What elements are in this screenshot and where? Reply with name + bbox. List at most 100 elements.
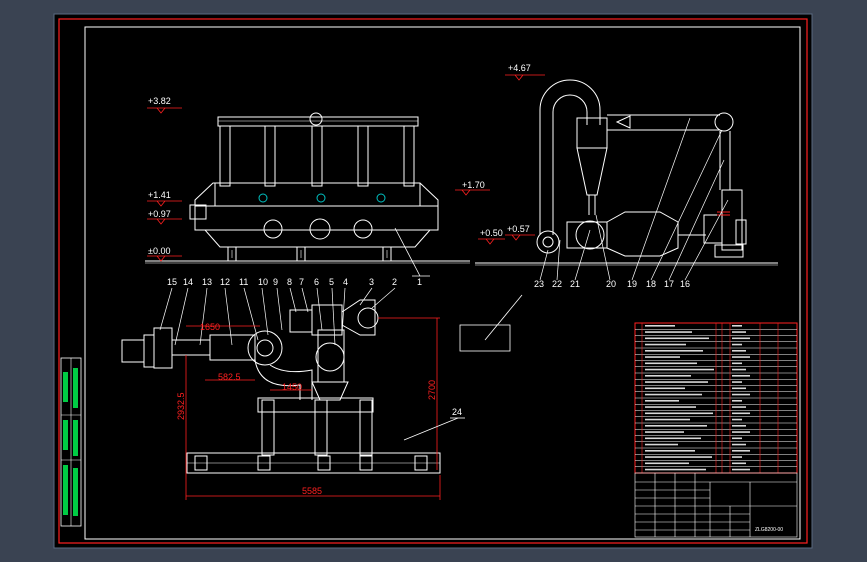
callout-label: 12 <box>220 277 230 287</box>
dimension-label: 1650 <box>200 322 220 332</box>
parts-row-text-mark <box>732 462 746 465</box>
dimension-label: 5585 <box>302 486 322 496</box>
callout-label: 16 <box>680 279 690 289</box>
elevation-label-cyclone: +4.67 <box>508 63 531 73</box>
parts-row-text-mark <box>732 337 750 340</box>
callout-label: 13 <box>202 277 212 287</box>
callouts-plan <box>159 287 396 346</box>
parts-row-text-mark <box>732 400 742 402</box>
parts-row-text-mark <box>732 325 742 327</box>
parts-row-text-mark <box>732 412 750 415</box>
parts-row-text-mark <box>732 375 750 377</box>
elevation-label-ground: ±0.00 <box>148 246 170 256</box>
parts-row-text-mark <box>645 325 675 327</box>
callout-label: 24 <box>452 407 462 417</box>
parts-row-text-mark <box>732 406 746 408</box>
callout-24: 24 <box>403 407 465 441</box>
parts-row-text-mark <box>645 393 702 396</box>
callout-label: 19 <box>627 279 637 289</box>
callout-labels-right: 23 22 21 20 19 18 17 16 <box>534 279 690 289</box>
parts-row-text-mark <box>645 462 689 465</box>
callout-label: 3 <box>369 277 374 287</box>
callout-label: 2 <box>392 277 397 287</box>
parts-row-text-mark <box>645 387 685 390</box>
motor-markers <box>717 211 730 216</box>
callout-label: 20 <box>606 279 616 289</box>
callout-label: 23 <box>534 279 544 289</box>
elevation-label-inlet-a: +0.50 <box>480 228 503 238</box>
callout-labels-plan: 15 14 13 12 11 10 9 8 7 6 5 4 3 2 <box>167 277 397 287</box>
callout-label: 17 <box>664 279 674 289</box>
parts-row-text-mark <box>645 331 692 333</box>
elevation-label-outlet: +1.70 <box>462 180 485 190</box>
callout-label: 22 <box>552 279 562 289</box>
elevation-label-low: +0.97 <box>148 209 171 219</box>
parts-row-text-mark <box>645 431 684 433</box>
parts-row-text-mark <box>645 362 697 365</box>
callout-label: 11 <box>239 277 248 287</box>
parts-row-text-mark <box>645 381 708 383</box>
parts-row-text-mark <box>645 356 680 358</box>
drawing-sheet <box>53 13 813 549</box>
sheet-outer-border <box>58 18 808 544</box>
parts-row-text-mark <box>732 456 742 458</box>
callout-label: 10 <box>258 277 268 287</box>
parts-row-text-mark <box>645 406 696 408</box>
parts-row-text-mark <box>645 468 706 471</box>
callout-label: 18 <box>646 279 656 289</box>
parts-row-text-mark <box>732 362 742 365</box>
title-block <box>634 472 798 538</box>
parts-list-table <box>634 322 798 474</box>
parts-row-text-mark <box>645 437 701 440</box>
dimension-label: 582.5 <box>218 372 241 382</box>
dimension-label: 1450 <box>282 382 302 392</box>
parts-row-text-mark <box>732 387 746 390</box>
callout-label: 7 <box>299 277 304 287</box>
parts-row-text-mark <box>645 412 713 415</box>
callout-label: 8 <box>287 277 292 287</box>
small-note-box <box>459 294 523 352</box>
elevation-label-mid: +1.41 <box>148 190 171 200</box>
fluid-bed-dryer-elevation <box>145 112 470 264</box>
parts-row-text-mark <box>732 468 750 471</box>
parts-row-text-mark <box>732 350 746 352</box>
plan-dimension-lines <box>185 317 441 500</box>
cyclone-fan-elevation <box>475 79 778 266</box>
dimension-label: 2700 <box>427 380 437 400</box>
parts-row-text-mark <box>645 350 703 352</box>
callout-front: 1 <box>394 227 430 287</box>
drawing-number: ZLG8200-00 <box>755 527 783 533</box>
callout-label: 6 <box>314 277 319 287</box>
left-binding-strip <box>60 357 82 527</box>
parts-row-text-mark <box>645 418 690 421</box>
parts-row-text-mark <box>645 343 686 346</box>
parts-row-text-mark <box>645 375 691 377</box>
plan-view <box>121 299 441 474</box>
sheet-inner-border <box>84 26 801 540</box>
dimension-label: 2932.5 <box>176 392 186 420</box>
callout-label: 21 <box>570 279 580 289</box>
parts-row-text-mark <box>732 431 750 433</box>
elevation-label-inlet-b: +0.57 <box>507 224 530 234</box>
callout-label: 1 <box>417 277 422 287</box>
parts-row-text-mark <box>732 393 750 396</box>
callout-label: 15 <box>167 277 177 287</box>
callouts-right <box>539 117 729 281</box>
parts-row-text-mark <box>645 443 678 446</box>
parts-row-text-mark <box>645 425 707 427</box>
parts-row-text-mark <box>732 381 742 383</box>
elevation-label-top: +3.82 <box>148 96 171 106</box>
parts-row-text-mark <box>732 425 746 427</box>
parts-row-text-mark <box>732 450 750 452</box>
elevation-marks-front: +3.82 +1.41 +0.97 ±0.00 +1.70 <box>147 96 490 262</box>
parts-row-text-mark <box>732 368 746 371</box>
parts-row-text-mark <box>732 343 742 346</box>
parts-row-text-mark <box>732 331 746 333</box>
callout-label: 9 <box>273 277 278 287</box>
plan-dimension-labels: 1650 582.5 1450 2932.5 2700 5585 <box>176 322 437 496</box>
parts-row-text-mark <box>645 456 712 458</box>
parts-row-text-mark <box>732 437 742 440</box>
parts-row-text-mark <box>645 450 695 452</box>
